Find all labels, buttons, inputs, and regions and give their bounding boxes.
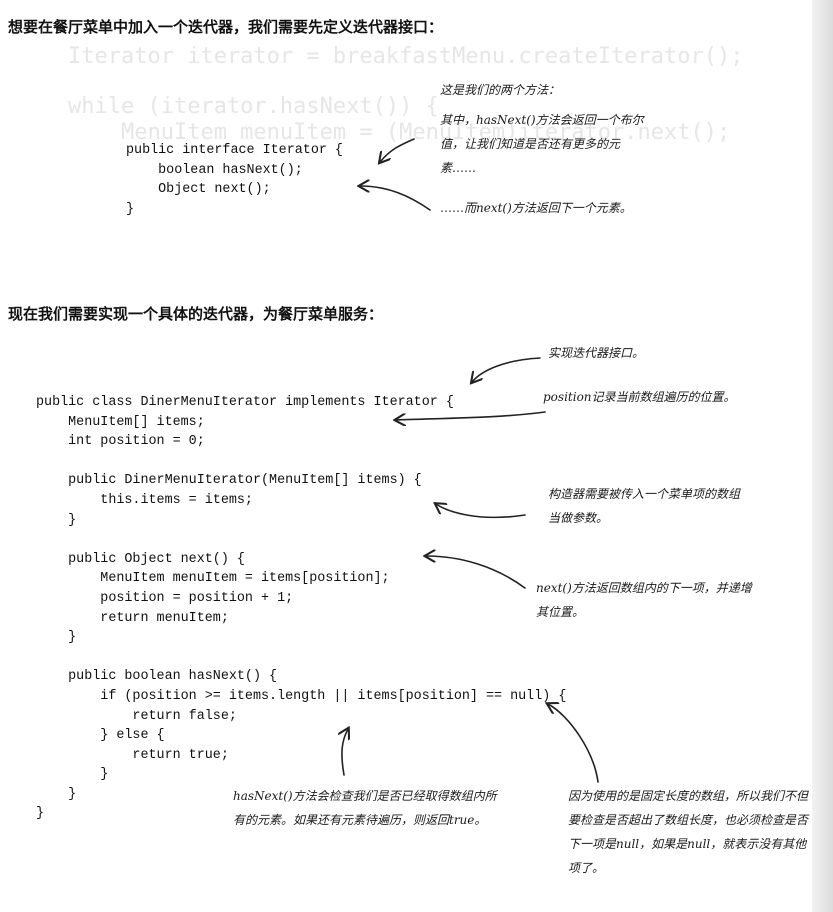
- note-hasnext-method: hasNext()方法会检查我们是否已经取得数组内所有的元素。如果还有元素待遍历…: [233, 789, 497, 827]
- ghost-line-3: MenuItem menuItem = (MenuItem)iterator.n…: [68, 120, 731, 145]
- arrow-to-hasnext: [380, 138, 415, 162]
- class-code-block: public class DinerMenuIterator implement…: [36, 395, 567, 822]
- arrow-to-position: [396, 411, 546, 420]
- note-two-methods: 这是我们的两个方法：: [440, 83, 561, 97]
- note-constructor: 构造器需要被传入一个菜单项的数组当做参数。: [548, 487, 741, 525]
- note-hasnext-returns-boolean: 其中，hasNext()方法会返回一个布尔值，让我们知道是否还有更多的元素……: [440, 113, 644, 175]
- interface-code-block: public interface Iterator { boolean hasN…: [126, 143, 343, 217]
- arrow-to-implements: [472, 357, 541, 382]
- ghost-line-1: Iterator iterator = breakfastMenu.create…: [68, 44, 744, 69]
- page-edge-shadow: [812, 0, 833, 912]
- ghost-line-2: while (iterator.hasNext()) {: [68, 94, 439, 119]
- note-position-field: position记录当前数组遍历的位置。: [543, 390, 736, 404]
- note-next-method: next()方法返回数组内的下一项，并递增其位置。: [536, 581, 752, 619]
- note-implements-interface: 实现迭代器接口。: [548, 346, 645, 360]
- arrow-to-position-check: [342, 729, 348, 776]
- note-fixed-length-array: 因为使用的是固定长度的数组，所以我们不但要检查是否超出了数组长度，也必须检查是否…: [568, 789, 809, 875]
- heading-interface: 想要在餐厅菜单中加入一个迭代器，我们需要先定义迭代器接口：: [8, 18, 444, 36]
- arrow-to-next-method: [426, 556, 526, 589]
- arrow-to-constructor: [436, 504, 526, 519]
- heading-implementation: 现在我们需要实现一个具体的迭代器，为餐厅菜单服务：: [8, 305, 384, 323]
- note-next-returns-element: ……而next()方法返回下一个元素。: [440, 201, 632, 215]
- arrow-to-next: [360, 186, 431, 211]
- arrow-to-null-check: [548, 704, 599, 783]
